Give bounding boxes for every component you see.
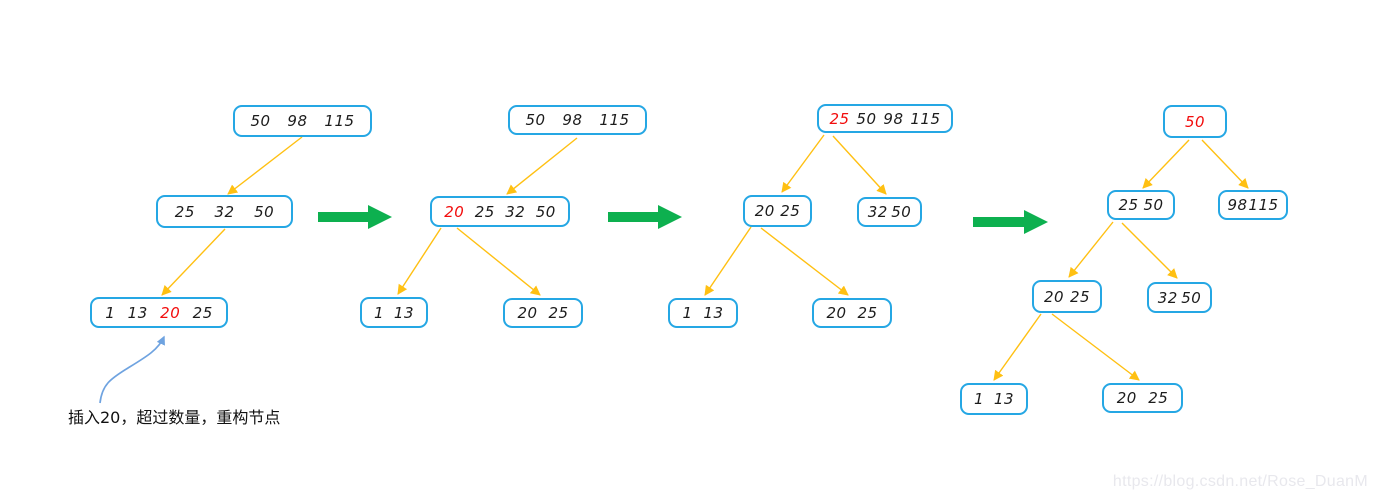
node-value: 50 (891, 203, 912, 221)
node-value: 50 (535, 202, 556, 221)
node-value: 25 (1118, 196, 1139, 214)
node-value: 1 (682, 304, 693, 322)
tree-1-node-2: 25 32 50 (156, 195, 293, 228)
node-value: 50 (1184, 112, 1206, 131)
tree-4-edge-3 (1068, 221, 1114, 278)
tree-3-node-1: 25 50 98 115 (817, 104, 953, 133)
node-value: 115 (910, 109, 941, 128)
node-value: 25 (1148, 389, 1169, 407)
tree-2-node-2: 20 25 32 50 (430, 196, 570, 227)
node-value: 1 (373, 303, 384, 322)
tree-3-edge-3 (704, 226, 752, 296)
annotation-text: 插入20，超过数量，重构节点 (68, 408, 281, 427)
tree-1-edge-1 (227, 136, 303, 195)
node-value: 25 (474, 202, 495, 221)
tree-2-edge-1 (506, 137, 578, 195)
node-value: 98 (883, 109, 904, 128)
node-value: 50 (1181, 288, 1202, 307)
tree-4-edge-2 (1201, 139, 1249, 189)
tree-3-edge-1 (781, 134, 825, 193)
node-value: 20 (517, 304, 538, 322)
node-value: 115 (324, 112, 355, 130)
tree-3-edge-2 (832, 135, 887, 195)
tree-2-edge-2 (397, 227, 442, 295)
tree-3-node-4: 1 13 (668, 298, 738, 328)
node-value: 32 (867, 203, 888, 221)
tree-4-edge-4 (1121, 222, 1178, 279)
step-arrows (318, 205, 1048, 234)
node-value: 98 (287, 112, 308, 130)
tree-4-node-1: 50 (1163, 105, 1227, 138)
node-value: 115 (1248, 196, 1279, 214)
tree-edges (161, 134, 1249, 381)
node-value: 50 (254, 202, 275, 221)
node-value: 1 (973, 390, 984, 408)
node-value: 25 (548, 304, 569, 322)
node-value: 1 (105, 303, 116, 322)
node-value: 13 (703, 304, 724, 322)
node-value: 25 (780, 202, 801, 220)
tree-3-edge-4 (760, 227, 849, 296)
node-value: 98 (1227, 196, 1248, 214)
node-value: 32 (214, 202, 235, 221)
node-value: 50 (856, 109, 877, 128)
node-value: 13 (393, 303, 415, 322)
tree-1-edge-2 (161, 228, 226, 296)
node-value: 32 (505, 202, 526, 221)
step-arrow-3-icon (973, 210, 1048, 234)
step-arrow-1-icon (318, 205, 392, 229)
node-value: 20 (754, 202, 775, 220)
tree-4-node-6: 1 13 (960, 383, 1028, 415)
node-value: 20 (1043, 287, 1065, 306)
node-value: 98 (562, 111, 583, 129)
step-arrow-2-icon (608, 205, 682, 229)
node-value: 25 (1069, 287, 1091, 306)
node-value: 50 (250, 112, 271, 130)
node-value: 13 (127, 303, 148, 322)
tree-2-edge-3 (456, 227, 541, 296)
node-value: 20 (1116, 389, 1137, 407)
tree-1-node-1: 50 98 115 (233, 105, 372, 137)
node-value: 20 (160, 303, 181, 322)
node-value: 32 (1157, 288, 1178, 307)
annotation-curved-arrow-icon (99, 335, 165, 404)
node-value: 20 (444, 202, 465, 221)
node-value: 25 (829, 109, 850, 128)
tree-2-node-3: 1 13 (360, 297, 428, 328)
node-value: 20 (826, 304, 847, 322)
node-value: 25 (857, 304, 878, 322)
tree-4-edge-1 (1142, 139, 1190, 189)
node-value: 13 (993, 390, 1015, 408)
node-value: 50 (1143, 196, 1164, 214)
node-value: 50 (525, 111, 546, 129)
tree-1-node-3: 1 13 20 25 (90, 297, 228, 328)
tree-4-edge-6 (1051, 313, 1140, 381)
watermark: https://blog.csdn.net/Rose_DuanM (1112, 473, 1368, 490)
node-value: 25 (174, 202, 195, 221)
tree-2-node-1: 50 98 115 (508, 105, 647, 135)
tree-4-edge-5 (993, 313, 1042, 381)
node-value: 115 (599, 111, 630, 129)
node-value: 25 (192, 303, 213, 322)
